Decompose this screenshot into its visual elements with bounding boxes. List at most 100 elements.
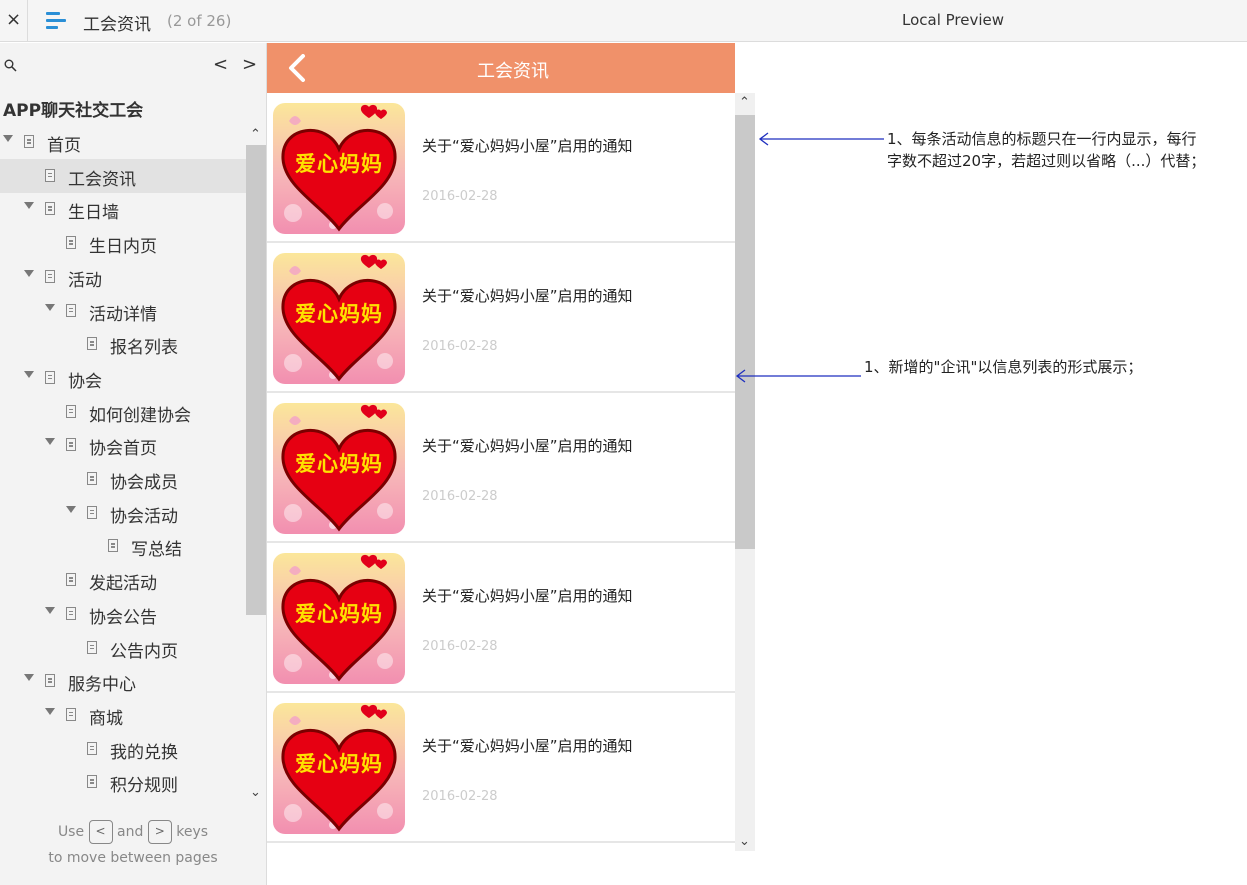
page-icon [66, 236, 76, 250]
sidebar-item-label: 商城 [89, 708, 123, 729]
phone-scrollbar[interactable]: ⌃ ⌄ [735, 93, 755, 851]
news-title: 关于“爱心妈妈小屋”启用的通知 [422, 587, 633, 605]
next-page-button[interactable]: > [242, 54, 258, 75]
expand-arrow-icon[interactable] [24, 674, 34, 682]
sidebar-item[interactable]: 活动详情 [0, 294, 246, 328]
sidebar-item[interactable]: 积分规则 [0, 765, 246, 795]
love-mom-thumbnail [273, 253, 405, 384]
love-mom-thumbnail [273, 103, 405, 234]
expand-arrow-icon[interactable] [24, 370, 34, 378]
sidebar-item[interactable]: 首页 [0, 125, 246, 159]
news-date: 2016-02-28 [422, 789, 498, 804]
expand-arrow-icon[interactable] [45, 303, 55, 311]
sidebar-item[interactable]: 活动 [0, 260, 246, 294]
sidebar-item[interactable]: 协会公告 [0, 597, 246, 631]
thumbnail-text: 爱心妈妈 [295, 602, 383, 626]
scrollbar-thumb[interactable] [735, 115, 755, 549]
page-icon [45, 674, 55, 688]
sidebar-item[interactable]: 公告内页 [0, 631, 246, 665]
news-title: 关于“爱心妈妈小屋”启用的通知 [422, 287, 633, 305]
back-chevron-icon[interactable] [287, 54, 307, 82]
sidebar-item[interactable]: 生日墙 [0, 192, 246, 226]
sidebar-item-label: 工会资讯 [68, 169, 136, 190]
page-icon [66, 438, 76, 452]
news-date: 2016-02-28 [422, 189, 498, 204]
sidebar-item[interactable]: 发起活动 [0, 563, 246, 597]
news-list-item[interactable]: 爱心妈妈 关于“爱心妈妈小屋”启用的通知 2016-02-28 [267, 243, 735, 393]
expand-arrow-icon[interactable] [24, 269, 34, 277]
menu-icon[interactable] [46, 11, 66, 29]
hint-use: Use [57, 824, 85, 840]
sidebar-item[interactable]: 协会成员 [0, 462, 246, 496]
thumbnail-text: 爱心妈妈 [295, 752, 383, 776]
sidebar-item[interactable]: 协会 [0, 361, 246, 395]
close-button[interactable]: × [0, 0, 28, 42]
sidebar-item-label: 协会 [68, 371, 102, 392]
hint-line2: to move between pages [48, 850, 218, 866]
thumbnail-text: 爱心妈妈 [295, 302, 383, 326]
sidebar-item-label: 如何创建协会 [89, 405, 191, 426]
scroll-up-icon[interactable]: ⌃ [250, 127, 261, 142]
sidebar-item[interactable]: 如何创建协会 [0, 395, 246, 429]
expand-arrow-icon[interactable] [45, 707, 55, 715]
page-icon [45, 370, 55, 384]
sidebar-item-label: 报名列表 [110, 338, 178, 359]
annotation-note-1-line2: 字数不超过20字，若超过则以省略（...）代替； [887, 152, 1206, 170]
sidebar-item[interactable]: 工会资讯 [0, 158, 246, 193]
keyboard-hint: Use < and > keys to move between pages [0, 819, 266, 871]
sidebar: < > APP聊天社交工会 首页工会资讯生日墙生日内页活动活动详情报名列表协会如… [0, 43, 267, 885]
search-icon[interactable] [4, 59, 17, 72]
prev-page-button[interactable]: < [213, 54, 229, 75]
scrollbar-thumb[interactable] [246, 145, 266, 615]
expand-arrow-icon[interactable] [45, 606, 55, 614]
expand-arrow-icon[interactable] [24, 202, 34, 210]
expand-arrow-icon[interactable] [45, 438, 55, 446]
sidebar-item[interactable]: 写总结 [0, 529, 246, 563]
sidebar-item-label: 生日内页 [89, 237, 157, 258]
prev-key-icon: < [88, 820, 113, 844]
sidebar-item-label: 协会活动 [110, 506, 178, 527]
page-icon [87, 741, 97, 755]
page-icon [66, 303, 76, 317]
page-tree: 首页工会资讯生日墙生日内页活动活动详情报名列表协会如何创建协会协会首页协会成员协… [0, 125, 246, 795]
sidebar-item[interactable]: 协会活动 [0, 496, 246, 530]
page-icon [45, 202, 55, 216]
sidebar-item[interactable]: 协会首页 [0, 428, 246, 462]
sidebar-item[interactable]: 我的兑换 [0, 732, 246, 766]
annotation-arrow-1 [758, 132, 884, 146]
page-icon [87, 472, 97, 485]
page-icon [87, 505, 97, 519]
sidebar-item-label: 积分规则 [110, 776, 178, 795]
sidebar-item[interactable]: 报名列表 [0, 327, 246, 361]
sidebar-item[interactable]: 服务中心 [0, 664, 246, 698]
news-date: 2016-02-28 [422, 339, 498, 354]
sidebar-scrollbar[interactable]: ⌃ ⌄ [246, 125, 266, 801]
scroll-down-icon[interactable]: ⌄ [250, 785, 261, 800]
annotation-note-1-line1: 1、每条活动信息的标题只在一行内显示，每行 [887, 130, 1197, 148]
sidebar-item-label: 服务中心 [68, 675, 136, 696]
page-icon [87, 775, 97, 789]
sidebar-item[interactable]: 商城 [0, 698, 246, 732]
thumbnail-text: 爱心妈妈 [295, 152, 383, 176]
page-count: (2 of 26) [167, 12, 232, 30]
expand-arrow-icon[interactable] [66, 505, 76, 513]
preview-label: Local Preview [902, 11, 1005, 29]
sidebar-item-label: 活动详情 [89, 304, 157, 325]
expand-arrow-icon[interactable] [3, 135, 13, 142]
next-key-icon: > [147, 820, 172, 844]
annotation-note-1: 1、每条活动信息的标题只在一行内显示，每行 字数不超过20字，若超过则以省略（.… [887, 128, 1205, 172]
sidebar-item-label: 生日墙 [68, 203, 119, 224]
sidebar-item-label: 协会成员 [110, 473, 178, 493]
thumbnail-text: 爱心妈妈 [295, 452, 383, 476]
scroll-up-icon[interactable]: ⌃ [739, 95, 750, 110]
sidebar-item-label: 协会首页 [89, 439, 157, 460]
scroll-down-icon[interactable]: ⌄ [739, 834, 750, 849]
love-mom-thumbnail [273, 703, 405, 834]
page-icon [87, 337, 97, 351]
sidebar-item[interactable]: 生日内页 [0, 226, 246, 260]
